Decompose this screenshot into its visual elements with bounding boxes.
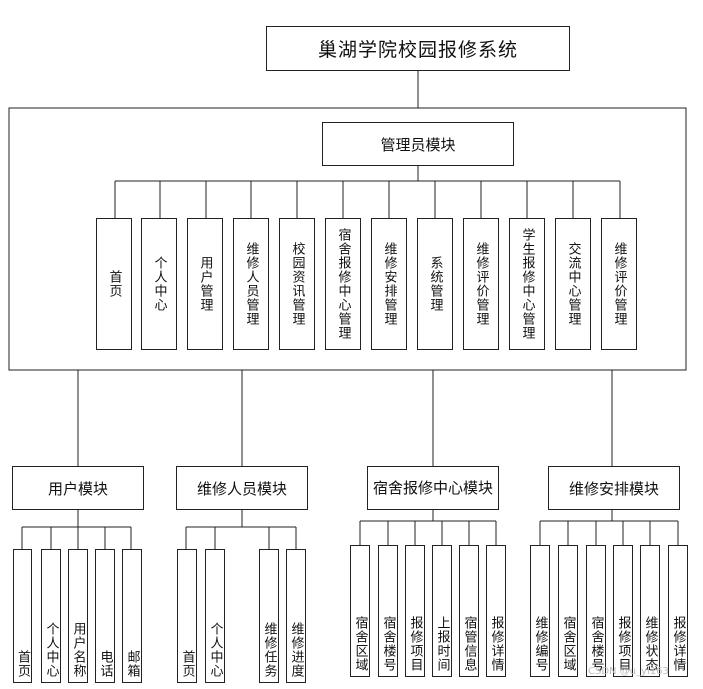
leaf-label: 个人中心 <box>207 622 223 678</box>
staff-leaf-repair-progress: 维修进度 <box>286 549 306 683</box>
repair-arrangement-module-label: 维修安排模块 <box>568 479 659 498</box>
user-module-label: 用户模块 <box>47 479 108 498</box>
user-leaf-personal-center: 个人中心 <box>41 549 61 683</box>
leaf-label: 宿舍楼号 <box>588 616 604 672</box>
admin-item-dorm-repair-center-management: 宿舍报修中心管理 <box>325 218 361 350</box>
user-module-box: 用户模块 <box>12 466 144 510</box>
arrange-leaf-building-no: 宿舍楼号 <box>586 545 606 677</box>
arrange-leaf-dorm-area: 宿舍区域 <box>558 545 578 677</box>
dorm-leaf-repair-details: 报修详情 <box>486 545 506 677</box>
admin-item-label: 系统管理 <box>427 256 443 312</box>
system-title-box: 巢湖学院校园报修系统 <box>266 26 570 71</box>
admin-item-label: 首页 <box>106 270 122 298</box>
dorm-repair-center-module-box: 宿舍报修中心模块 <box>367 466 499 510</box>
dorm-leaf-report-time: 上报时间 <box>432 545 452 677</box>
admin-item-label: 维修评价管理 <box>473 242 489 326</box>
admin-item-repair-staff-management: 维修人员管理 <box>233 218 269 350</box>
leaf-label: 维修编号 <box>532 616 548 672</box>
user-leaf-home: 首页 <box>13 549 32 683</box>
system-title: 巢湖学院校园报修系统 <box>317 39 518 61</box>
user-leaf-email: 邮箱 <box>122 549 142 683</box>
admin-item-repair-arrangement-management: 维修安排管理 <box>371 218 407 350</box>
admin-item-label: 用户管理 <box>197 256 213 312</box>
watermark: CSDN @u_yi163 <box>588 666 669 677</box>
dorm-leaf-dorm-area: 宿舍区域 <box>350 545 370 677</box>
leaf-label: 报修项目 <box>407 616 423 672</box>
arrange-leaf-repair-details: 报修详情 <box>668 545 688 677</box>
admin-item-personal-center: 个人中心 <box>141 218 177 350</box>
admin-item-user-management: 用户管理 <box>187 218 223 350</box>
repair-staff-module-box: 维修人员模块 <box>176 466 308 510</box>
leaf-label: 报修项目 <box>615 616 631 672</box>
dorm-leaf-building-no: 宿舍楼号 <box>378 545 398 677</box>
leaf-label: 上报时间 <box>434 616 450 672</box>
leaf-label: 首页 <box>179 650 195 678</box>
leaf-label: 报修详情 <box>670 616 686 672</box>
staff-leaf-personal-center: 个人中心 <box>205 549 225 683</box>
admin-item-home: 首页 <box>96 218 132 350</box>
admin-item-repair-review-management-2: 维修评价管理 <box>601 218 637 350</box>
user-leaf-phone: 电话 <box>95 549 115 683</box>
leaf-label: 宿管信息 <box>461 616 477 672</box>
admin-module-box: 管理员模块 <box>322 122 514 166</box>
admin-item-label: 交流中心管理 <box>565 242 581 326</box>
admin-item-label: 宿舍报修中心管理 <box>335 228 351 340</box>
admin-item-label: 个人中心 <box>151 256 167 312</box>
leaf-label: 首页 <box>15 650 30 678</box>
leaf-label: 维修进度 <box>288 622 304 678</box>
leaf-label: 维修状态 <box>642 616 658 672</box>
leaf-label: 维修任务 <box>261 622 277 678</box>
leaf-label: 邮箱 <box>124 650 140 678</box>
admin-item-repair-review-management: 维修评价管理 <box>463 218 499 350</box>
leaf-label: 用户名称 <box>70 622 86 678</box>
admin-item-student-repair-center-management: 学生报修中心管理 <box>509 218 545 350</box>
leaf-label: 宿舍区域 <box>560 616 576 672</box>
staff-leaf-repair-task: 维修任务 <box>259 549 279 683</box>
user-leaf-username: 用户名称 <box>68 549 88 683</box>
leaf-label: 电话 <box>97 650 113 678</box>
leaf-label: 个人中心 <box>43 622 59 678</box>
dorm-leaf-repair-item: 报修项目 <box>405 545 425 677</box>
leaf-label: 报修详情 <box>488 616 504 672</box>
admin-item-label: 维修安排管理 <box>381 242 397 326</box>
leaf-label: 宿舍区域 <box>352 616 368 672</box>
arrange-leaf-repair-status: 维修状态 <box>640 545 660 677</box>
dorm-leaf-dorm-manager-info: 宿管信息 <box>459 545 479 677</box>
staff-leaf-home: 首页 <box>177 549 197 683</box>
dorm-repair-center-module-label: 宿舍报修中心模块 <box>372 478 493 497</box>
repair-staff-module-label: 维修人员模块 <box>196 479 287 498</box>
admin-item-campus-news-management: 校园资讯管理 <box>279 218 315 350</box>
admin-item-exchange-center-management: 交流中心管理 <box>555 218 591 350</box>
admin-item-system-management: 系统管理 <box>417 218 453 350</box>
admin-item-label: 维修人员管理 <box>243 242 259 326</box>
repair-arrangement-module-box: 维修安排模块 <box>548 466 680 510</box>
admin-item-label: 学生报修中心管理 <box>519 228 535 340</box>
admin-item-label: 校园资讯管理 <box>289 242 305 326</box>
leaf-label: 宿舍楼号 <box>380 616 396 672</box>
admin-module-label: 管理员模块 <box>380 135 456 154</box>
arrange-leaf-repair-item: 报修项目 <box>613 545 633 677</box>
arrange-leaf-repair-no: 维修编号 <box>530 545 550 677</box>
admin-item-label: 维修评价管理 <box>611 242 627 326</box>
